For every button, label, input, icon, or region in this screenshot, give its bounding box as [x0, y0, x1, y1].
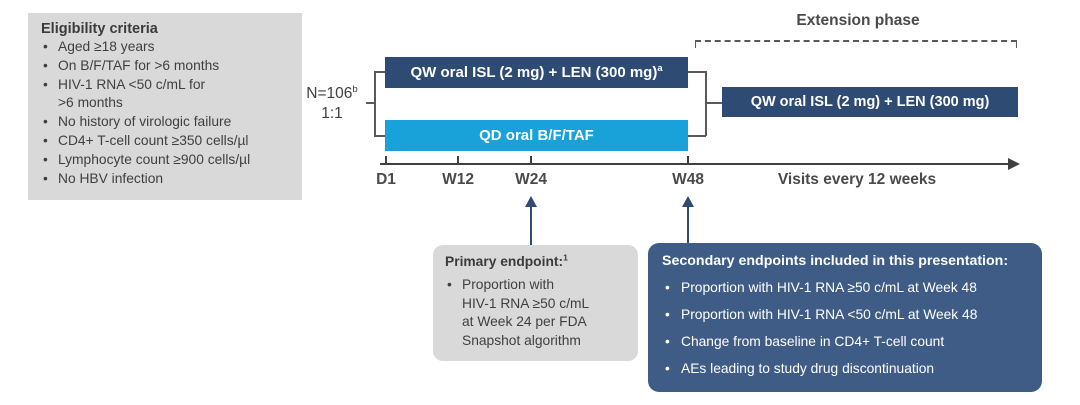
- secondary-endpoint-item: Proportion with HIV-1 RNA <50 c/mL at We…: [662, 306, 1030, 323]
- secondary-endpoints-list: Proportion with HIV-1 RNA ≥50 c/mL at We…: [662, 279, 1030, 377]
- visits-note: Visits every 12 weeks: [777, 171, 937, 188]
- secondary-endpoints-title: Secondary endpoints included in this pre…: [662, 253, 1009, 269]
- arm-isl-len-label: QW oral ISL (2 mg) + LEN (300 mg)a: [410, 63, 663, 81]
- bracket-vertical: [374, 71, 376, 136]
- tick-w12: [457, 156, 459, 164]
- eligibility-item: Aged ≥18 years: [41, 38, 294, 57]
- secondary-endpoint-item: Proportion with HIV-1 RNA ≥50 c/mL at We…: [662, 279, 1030, 296]
- tick-label-w48: W48: [672, 171, 704, 188]
- extension-phase-bracket: [695, 40, 1017, 48]
- arrow-up-w24-icon: [525, 196, 537, 207]
- eligibility-item: No history of virologic failure: [41, 113, 294, 132]
- arm-isl-len-box: QW oral ISL (2 mg) + LEN (300 mg)a: [385, 57, 688, 88]
- tick-w48: [687, 156, 689, 164]
- secondary-endpoint-item: AEs leading to study drug discontinuatio…: [662, 360, 1030, 377]
- bracket-stub-bottom: [374, 135, 385, 137]
- eligibility-item: No HBV infection: [41, 170, 294, 189]
- timeline-axis: [380, 163, 1012, 165]
- extension-arm-box: QW oral ISL (2 mg) + LEN (300 mg): [722, 87, 1018, 117]
- primary-endpoint-footnote: 1: [563, 252, 568, 263]
- tick-w24: [530, 156, 532, 164]
- secondary-endpoint-item: Change from baseline in CD4+ T-cell coun…: [662, 333, 1030, 350]
- eligibility-item: CD4+ T-cell count ≥350 cells/µl: [41, 132, 294, 151]
- randomization-label: N=106b 1:1: [296, 84, 368, 124]
- arrow-up-w24-line: [530, 206, 532, 245]
- merge-stub-right: [705, 102, 722, 104]
- primary-endpoint-item: Proportion with HIV-1 RNA ≥50 c/mL at We…: [445, 276, 630, 350]
- eligibility-item: On B/F/TAF for >6 months: [41, 57, 294, 76]
- sample-size: N=106b: [306, 83, 358, 102]
- secondary-endpoints-panel: Secondary endpoints included in this pre…: [648, 243, 1042, 392]
- bracket-stub-top: [374, 71, 385, 73]
- eligibility-title: Eligibility criteria: [41, 21, 158, 37]
- arrow-up-w48-line: [687, 206, 689, 243]
- merge-stub-bottom: [688, 135, 706, 137]
- eligibility-item: Lymphocyte count ≥900 cells/µl: [41, 151, 294, 170]
- extension-arm-label: QW oral ISL (2 mg) + LEN (300 mg): [750, 94, 990, 110]
- bracket-stub-left: [366, 102, 375, 104]
- tick-d1: [385, 156, 387, 164]
- eligibility-criteria-panel: Eligibility criteria Aged ≥18 years On B…: [28, 13, 302, 200]
- tick-label-w12: W12: [442, 171, 474, 188]
- merge-stub-top: [688, 71, 706, 73]
- eligibility-item: HIV-1 RNA <50 c/mL for >6 months: [41, 76, 294, 114]
- arm-footnote: a: [657, 63, 663, 73]
- eligibility-list: Aged ≥18 years On B/F/TAF for >6 months …: [41, 38, 294, 188]
- timeline-arrowhead-icon: [1008, 158, 1020, 170]
- merge-vertical: [705, 71, 707, 136]
- primary-endpoint-title: Primary endpoint:1: [445, 252, 568, 269]
- tick-label-w24: W24: [515, 171, 547, 188]
- primary-endpoint-panel: Primary endpoint:1 Proportion with HIV-1…: [433, 245, 638, 361]
- tick-label-d1: D1: [376, 171, 396, 188]
- extension-phase-title: Extension phase: [796, 12, 920, 29]
- arm-bftaf-label: QD oral B/F/TAF: [479, 127, 594, 144]
- randomization-ratio: 1:1: [321, 105, 343, 122]
- sample-size-footnote: b: [352, 83, 358, 95]
- arm-bftaf-box: QD oral B/F/TAF: [385, 120, 688, 151]
- primary-endpoint-list: Proportion with HIV-1 RNA ≥50 c/mL at We…: [445, 276, 630, 350]
- arrow-up-w48-icon: [682, 196, 694, 207]
